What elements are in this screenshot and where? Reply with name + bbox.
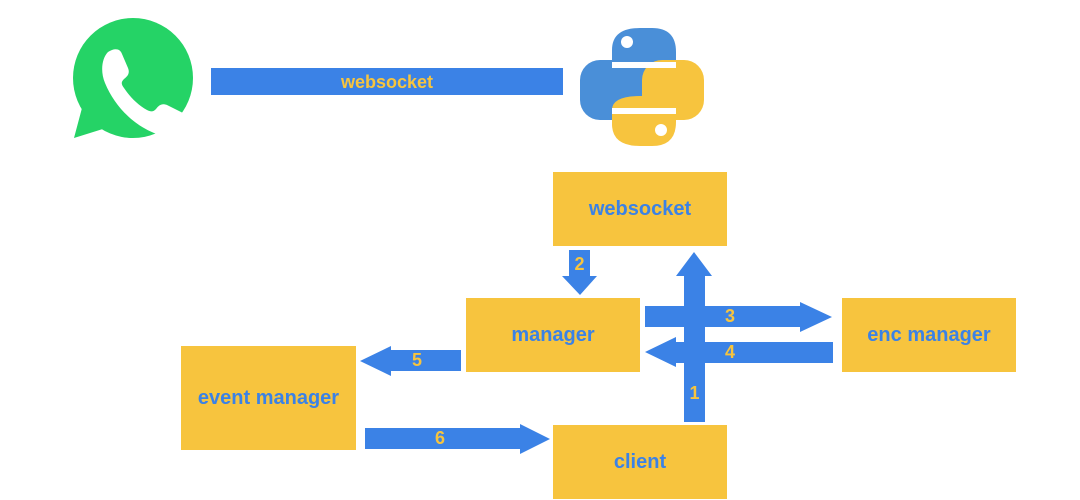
whatsapp-logo-icon — [73, 18, 193, 138]
websocket-connection-bar — [211, 68, 563, 95]
node-websocket: websocket — [553, 172, 727, 246]
arrow-3-label: 3 — [724, 306, 735, 326]
node-manager: manager — [466, 298, 640, 372]
arrow-1 — [676, 252, 712, 422]
arrow-6 — [365, 424, 550, 454]
arrow-2 — [562, 250, 597, 295]
node-enc-manager: enc manager — [842, 298, 1016, 372]
arrow-4 — [645, 337, 833, 367]
node-client: client — [553, 425, 727, 499]
websocket-connection-label: websocket — [340, 72, 434, 92]
arrow-5-label: 5 — [411, 350, 422, 370]
arrow-5 — [360, 346, 461, 376]
arrow-4-label: 4 — [724, 342, 735, 362]
arrow-2-label: 2 — [574, 254, 585, 274]
node-event-manager: event manager — [181, 346, 356, 450]
python-logo-icon — [580, 28, 704, 146]
arrow-6-label: 6 — [434, 428, 445, 448]
arrow-1-label: 1 — [689, 383, 700, 403]
arrow-3 — [645, 302, 832, 332]
